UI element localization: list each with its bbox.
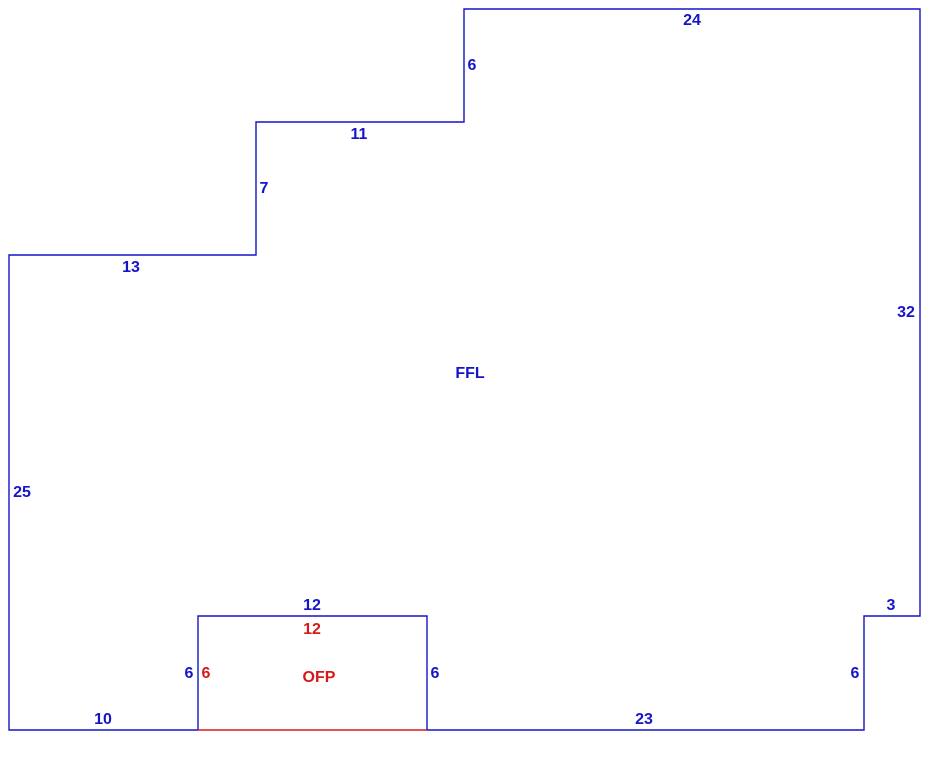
dimension-label-notch-vertical: 6 bbox=[851, 665, 860, 682]
dimension-label-top: 24 bbox=[683, 12, 701, 29]
porch-outline bbox=[197, 615, 428, 730]
dimension-label-upper-step-vertical: 6 bbox=[468, 57, 477, 74]
sub-dimension-label-porch-top: 12 bbox=[303, 621, 321, 638]
dimension-label-lower-step-horizontal: 13 bbox=[122, 259, 140, 276]
sub-dimension-label-porch-left: 6 bbox=[202, 665, 211, 682]
dimension-label-bottom-left: 10 bbox=[94, 711, 112, 728]
dimension-label-bottom-right: 23 bbox=[635, 711, 653, 728]
dimension-label-lower-step-vertical: 7 bbox=[260, 180, 269, 197]
dimension-label-right: 32 bbox=[897, 304, 915, 321]
dimension-label-notch-horizontal: 3 bbox=[887, 597, 896, 614]
dimension-label-upper-step-horizontal: 11 bbox=[351, 126, 368, 143]
dimension-label-porch-right: 6 bbox=[431, 665, 440, 682]
main-area-label: FFL bbox=[455, 365, 485, 382]
porch-area-label: OFP bbox=[303, 669, 336, 686]
dimension-label-porch-left: 6 bbox=[185, 665, 194, 682]
dimension-label-porch-top: 12 bbox=[303, 597, 321, 614]
dimension-label-left: 25 bbox=[13, 484, 31, 501]
main-area-outline bbox=[8, 8, 921, 731]
